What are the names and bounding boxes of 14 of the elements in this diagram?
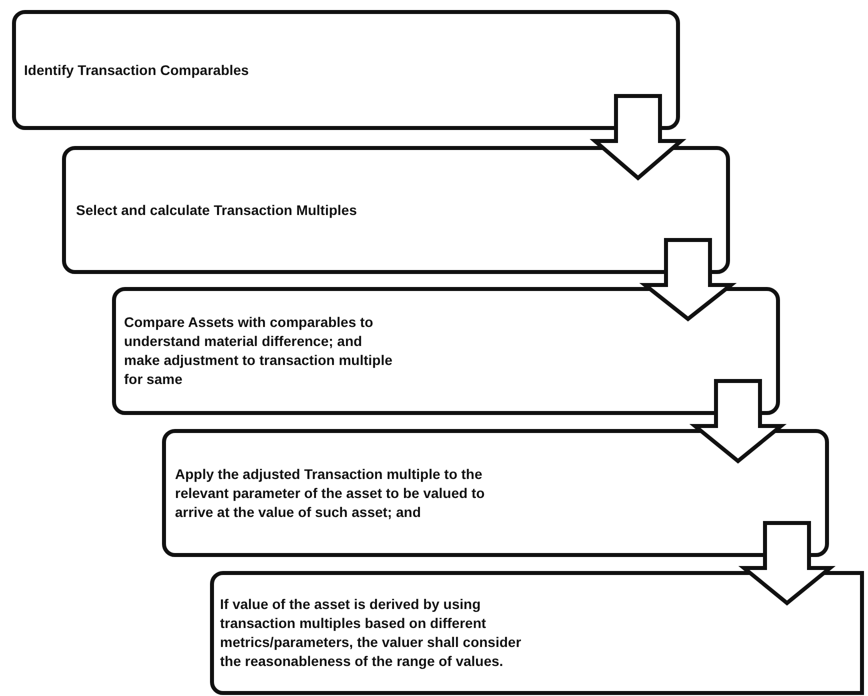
step-box <box>62 146 730 274</box>
step-box <box>12 10 680 130</box>
step-text: If value of the asset is derived by using transaction multiples based on different metrics/parameters, the valuer shall consider the reasonableness of the range of values. <box>220 595 522 671</box>
step-box <box>112 287 780 415</box>
step-text: Apply the adjusted Transaction multiple to the relevant parameter of the asset to be valued to arrive at the value of such asset; and <box>175 464 485 522</box>
step-box <box>162 429 829 557</box>
block-arrow <box>639 238 737 322</box>
step-text: Select and calculate Transaction Multiples <box>76 200 358 220</box>
block-arrow <box>689 379 787 464</box>
step-text: Identify Transaction Comparables <box>24 60 250 80</box>
block-arrow <box>590 94 686 181</box>
step-box <box>210 571 864 695</box>
block-arrow <box>738 521 836 606</box>
step-text: Compare Assets with comparables to understand material difference; and make adjustment to transaction multiple for same <box>124 313 394 389</box>
